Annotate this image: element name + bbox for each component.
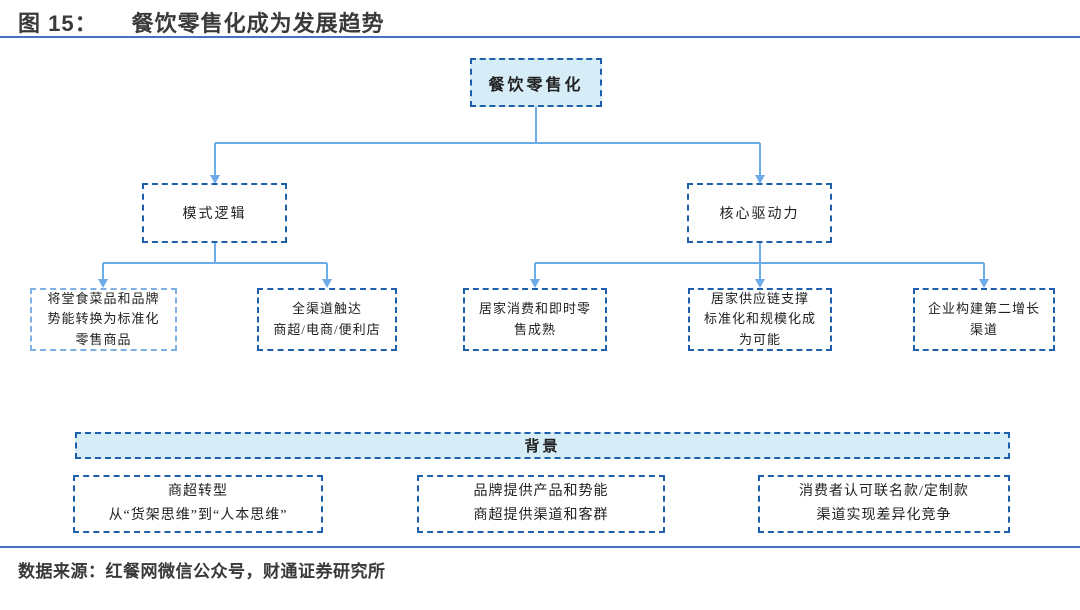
node-core-driver: 核心驱动力 [687,183,832,243]
title-underline [0,36,1080,38]
background-bar: 背景 [75,432,1010,459]
node-mode-logic: 模式逻辑 [142,183,287,243]
background-item-supermarket-transform: 商超转型 从“货架思维”到“人本思维” [73,475,323,533]
figure-title: 餐饮零售化成为发展趋势 [131,11,385,36]
data-source: 数据来源：红餐网微信公众号，财通证券研究所 [18,562,386,581]
node-omni-channel-reach: 全渠道触达 商超/电商/便利店 [257,288,397,351]
node-standardized-retail-goods: 将堂食菜品和品牌 势能转换为标准化 零售商品 [30,288,177,351]
node-second-growth-channel: 企业构建第二增长 渠道 [913,288,1055,351]
bottom-separator [0,546,1080,548]
background-item-consumer-recognition: 消费者认可联名款/定制款 渠道实现差异化竞争 [758,475,1010,533]
node-root: 餐饮零售化 [470,58,602,107]
node-home-supply-chain: 居家供应链支撑 标准化和规模化成 为可能 [688,288,832,351]
figure-label: 图 15： [18,11,98,36]
node-home-consumption: 居家消费和即时零 售成熟 [463,288,607,351]
background-item-brand-supermarket: 品牌提供产品和势能 商超提供渠道和客群 [417,475,665,533]
figure-header: 图 15： 餐饮零售化成为发展趋势 [18,6,1080,38]
